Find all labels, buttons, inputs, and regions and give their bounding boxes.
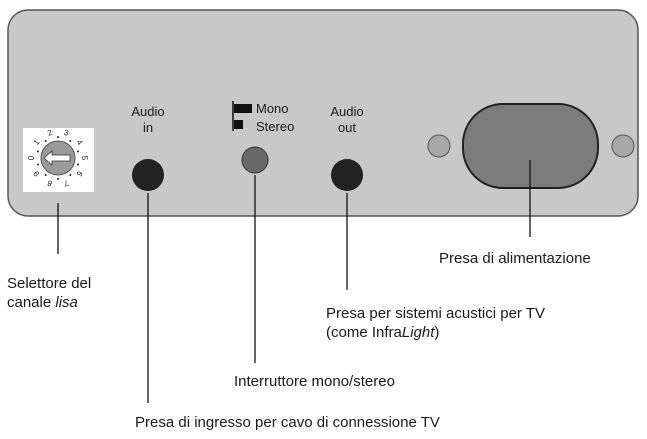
selector-callout-line1: Selettore del xyxy=(7,275,91,292)
stereo-label: Stereo xyxy=(256,119,294,134)
audio-out-label-line1: Audio xyxy=(330,104,363,119)
mono-label: Mono xyxy=(256,101,289,116)
audio-out-label-line2: out xyxy=(338,120,356,135)
tv-audio-callout-line2: (come InfraLight) xyxy=(326,324,439,341)
left-screw xyxy=(427,134,451,158)
audio-out-jack xyxy=(331,159,363,191)
audio-in-label-line1: Audio xyxy=(131,104,164,119)
mono-stereo-switch xyxy=(241,146,269,174)
mono-stereo-callout: Interruttore mono/stereo xyxy=(234,373,395,390)
tv-audio-callout-line1: Presa per sistemi acustici per TV xyxy=(326,305,545,322)
dial-digit-4: 4 xyxy=(74,138,84,147)
dial-digit-9: 9 xyxy=(31,169,41,178)
dial-tick xyxy=(57,136,59,138)
dial-tick xyxy=(37,150,39,153)
selector-callout-line2: canale lisa xyxy=(7,294,78,311)
dial-tick xyxy=(69,140,72,142)
dial-digit-3: 3 xyxy=(63,128,71,138)
dial-tick xyxy=(44,140,47,142)
dial-tick xyxy=(44,174,47,176)
right-screw xyxy=(611,134,635,158)
dial-tick xyxy=(77,163,79,166)
dial-digit-5: 5 xyxy=(80,156,89,161)
dial-tick xyxy=(37,163,39,166)
mono-stereo-switch-icon xyxy=(232,101,252,131)
dial-digit-6: 6 xyxy=(74,169,84,178)
audio-in-label-line2: in xyxy=(143,120,153,135)
dial-digit-2: 2 xyxy=(46,128,54,138)
dial-digit-0: 0 xyxy=(27,155,36,160)
dial-arrow-icon xyxy=(43,150,71,166)
tv-input-callout: Presa di ingresso per cavo di connession… xyxy=(135,414,440,431)
dial-tick xyxy=(69,174,72,176)
power-callout: Presa di alimentazione xyxy=(439,250,591,267)
audio-in-jack xyxy=(132,159,164,191)
dial-digit-1: 1 xyxy=(32,138,42,147)
dial-tick xyxy=(57,178,59,180)
dial-digit-7: 7 xyxy=(62,178,70,188)
dial-digit-8: 8 xyxy=(46,178,54,188)
dial-tick xyxy=(77,150,79,153)
